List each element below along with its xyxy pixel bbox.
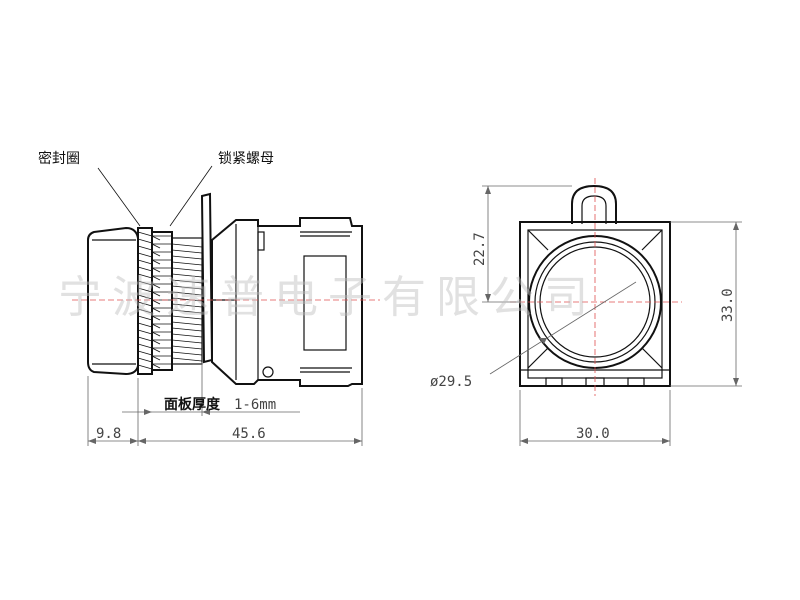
seal-tooth <box>137 343 153 349</box>
nut-tooth <box>151 243 161 249</box>
thread-line <box>171 243 203 248</box>
thread-line <box>171 357 203 362</box>
thread-line <box>171 285 203 290</box>
seal-tooth <box>137 315 153 321</box>
seal-tooth <box>137 301 153 307</box>
seal-tooth <box>137 280 153 286</box>
body-length-dimension: 45.6 <box>232 426 266 442</box>
side-view <box>72 165 380 387</box>
nut-tooth <box>151 235 161 241</box>
seal-ring-teeth <box>137 231 153 370</box>
seal-tooth <box>137 357 153 363</box>
seal-tooth <box>137 350 153 356</box>
nut-tooth <box>151 363 161 369</box>
front-view <box>489 178 682 396</box>
lock-nut-teeth <box>151 235 172 369</box>
thread-line <box>171 321 203 326</box>
seal-tooth <box>137 238 153 244</box>
seal-tooth <box>137 287 153 293</box>
diameter-dimension: ø29.5 <box>430 374 472 390</box>
thread-line <box>171 291 203 296</box>
nut-tooth <box>151 323 161 329</box>
thread-line <box>171 351 203 356</box>
thread-line <box>171 267 203 272</box>
seal-tooth <box>137 329 153 335</box>
nut-tooth <box>151 339 161 345</box>
width-dimension: 30.0 <box>576 426 610 442</box>
seal-tooth <box>137 308 153 314</box>
bezel-height-dimension: 22.7 <box>472 232 488 266</box>
height-dimension: 33.0 <box>720 288 736 322</box>
seal-tooth <box>137 259 153 265</box>
thread-line <box>171 339 203 344</box>
thread-line <box>171 345 203 350</box>
front-depth-dimension: 9.8 <box>96 426 121 442</box>
thread-line <box>171 261 203 266</box>
thread-line <box>171 279 203 284</box>
nut-tooth <box>151 291 161 297</box>
thread-line <box>171 249 203 254</box>
side-dimensions <box>87 362 363 446</box>
panel-thickness-label: 面板厚度 <box>164 396 221 413</box>
thread-line <box>171 333 203 338</box>
seal-tooth <box>137 336 153 342</box>
thread-lines <box>171 243 203 362</box>
seal-tooth <box>137 322 153 328</box>
seal-tooth <box>137 245 153 251</box>
seal-tooth <box>137 266 153 272</box>
panel-range-label: 1-6mm <box>234 397 276 413</box>
company-watermark: 宁波速普电子有限公司 <box>58 272 598 323</box>
nut-tooth <box>151 347 161 353</box>
nut-tooth <box>151 275 161 281</box>
seal-tooth <box>137 273 153 279</box>
nut-tooth <box>151 251 161 257</box>
thread-line <box>171 297 203 302</box>
seal-tooth <box>137 364 153 370</box>
thread-line <box>171 303 203 308</box>
front-dimensions <box>482 185 742 446</box>
thread-line <box>171 273 203 278</box>
nut-tooth <box>151 355 161 361</box>
nut-tooth <box>151 259 161 265</box>
thread-line <box>171 315 203 320</box>
nut-tooth <box>151 283 161 289</box>
thread-line <box>171 255 203 260</box>
nut-tooth <box>151 267 161 273</box>
seal-tooth <box>137 294 153 300</box>
nut-tooth <box>151 315 161 321</box>
seal-tooth <box>137 252 153 258</box>
nut-tooth <box>151 307 161 313</box>
lock-nut-label: 锁紧螺母 <box>218 151 274 167</box>
nut-tooth <box>151 299 161 305</box>
thread-line <box>171 327 203 332</box>
seal-ring-label: 密封圈 <box>38 150 80 167</box>
seal-tooth <box>137 231 153 237</box>
thread-line <box>171 309 203 314</box>
nut-tooth <box>151 331 161 337</box>
